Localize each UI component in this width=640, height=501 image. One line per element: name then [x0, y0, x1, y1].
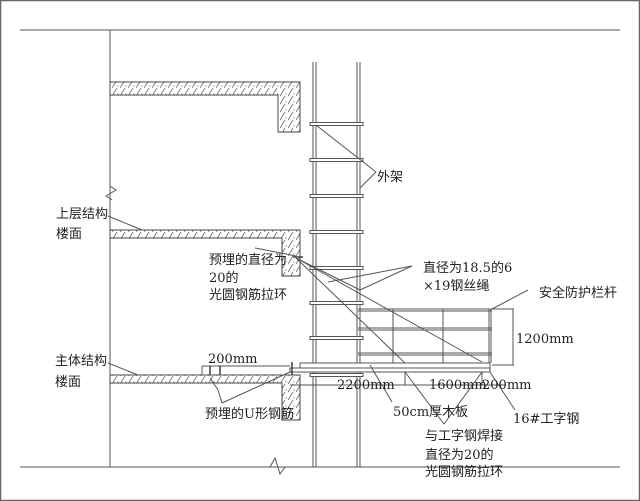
label-upper-floor-2: 楼面	[56, 227, 82, 242]
label-dim-1600: 1600mm	[429, 378, 487, 393]
label-u-rebar: 预埋的U形钢筋	[205, 406, 294, 422]
label-embedded-ring-1: 预埋的直径为	[209, 252, 287, 268]
label-dim-2200: 2200mm	[337, 378, 395, 393]
slab-main-floor	[109, 374, 301, 421]
label-rail-height: 1200mm	[516, 332, 574, 347]
cantilever-platform	[201, 256, 514, 386]
label-weld-ring-2: 直径为20的	[425, 447, 494, 463]
building-structure	[20, 29, 620, 476]
label-upper-floor-1: 上层结构	[56, 207, 108, 222]
label-i-beam: 16#工字钢	[513, 412, 579, 427]
label-embedded-ring-2: 20的	[209, 270, 239, 286]
label-weld-ring-1: 与工字钢焊接	[425, 428, 503, 444]
label-plank: 50cm厚木板	[393, 405, 468, 420]
label-dim-200-left: 200mm	[208, 352, 257, 367]
guardrail	[358, 308, 492, 363]
label-dim-200-right: 200mm	[482, 378, 531, 393]
label-main-floor-2: 楼面	[55, 375, 81, 390]
outer-scaffold	[309, 62, 364, 467]
label-weld-ring-3: 光圆钢筋拉环	[425, 464, 503, 480]
label-outer-scaffold: 外架	[377, 170, 403, 185]
scaffold-ledger	[309, 301, 364, 305]
scaffold-ledger	[309, 230, 364, 234]
slab-upper-floor	[109, 229, 301, 277]
slab-top	[109, 81, 301, 133]
label-wire-rope-1: 直径为18.5的6	[423, 260, 512, 276]
label-main-floor-1: 主体结构	[55, 354, 107, 369]
scaffold-ledger	[309, 336, 364, 340]
label-guardrail: 安全防护栏杆	[539, 285, 617, 301]
leader-lines	[107, 124, 529, 425]
wood-plank	[299, 362, 491, 369]
label-wire-rope-2: ×19钢丝绳	[423, 279, 489, 294]
scaffold-ledger	[309, 122, 364, 126]
i-beam	[289, 367, 491, 373]
label-embedded-ring-3: 光圆钢筋拉环	[209, 287, 287, 303]
scaffold-ledger	[309, 194, 364, 198]
scaffold-ledger	[309, 266, 364, 270]
scaffold-ledger	[309, 373, 364, 377]
scaffold-ledger	[309, 158, 364, 162]
